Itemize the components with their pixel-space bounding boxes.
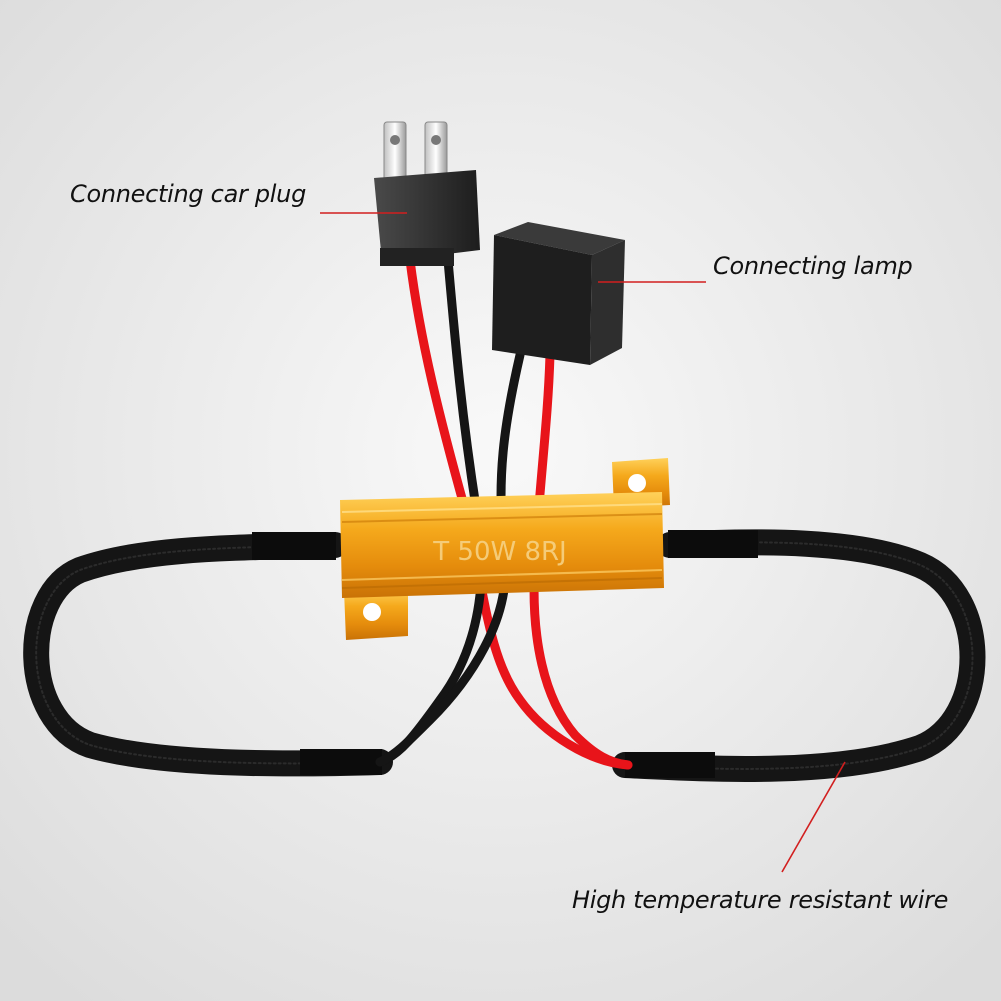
red-wire-lamp [529, 350, 633, 770]
resistor-tab-hole [628, 474, 646, 492]
plug-pin-hole [431, 135, 441, 145]
label-high-temperature-wire: High temperature resistant wire [572, 886, 949, 914]
heat-shrink-left-top [252, 532, 336, 560]
right-sheathed-wire [612, 529, 986, 782]
callout-lines [320, 212, 846, 873]
socket-front [492, 235, 592, 365]
resistor: T 50W 8RJ [340, 458, 670, 640]
resistor-tab-hole [363, 603, 381, 621]
plug-pin-hole [390, 135, 400, 145]
heat-shrink-right-top [668, 530, 758, 558]
label-connecting-car-plug: Connecting car plug [70, 180, 307, 208]
left-sheathed-wire [23, 532, 393, 777]
callout-line-wire [781, 761, 846, 873]
heat-shrink-right-bottom [625, 752, 715, 778]
socket-top [494, 222, 625, 255]
lamp-socket [492, 222, 625, 365]
heat-shrink-left-bottom [300, 749, 382, 775]
plug-body [374, 170, 480, 262]
socket-side [590, 240, 625, 365]
plug-pin-left [383, 121, 407, 185]
black-wire-lamp [375, 350, 525, 767]
label-connecting-lamp: Connecting lamp [713, 252, 913, 280]
plug-base [380, 248, 454, 266]
car-plug [374, 121, 480, 266]
resistor-marking: T 50W 8RJ [432, 537, 566, 567]
